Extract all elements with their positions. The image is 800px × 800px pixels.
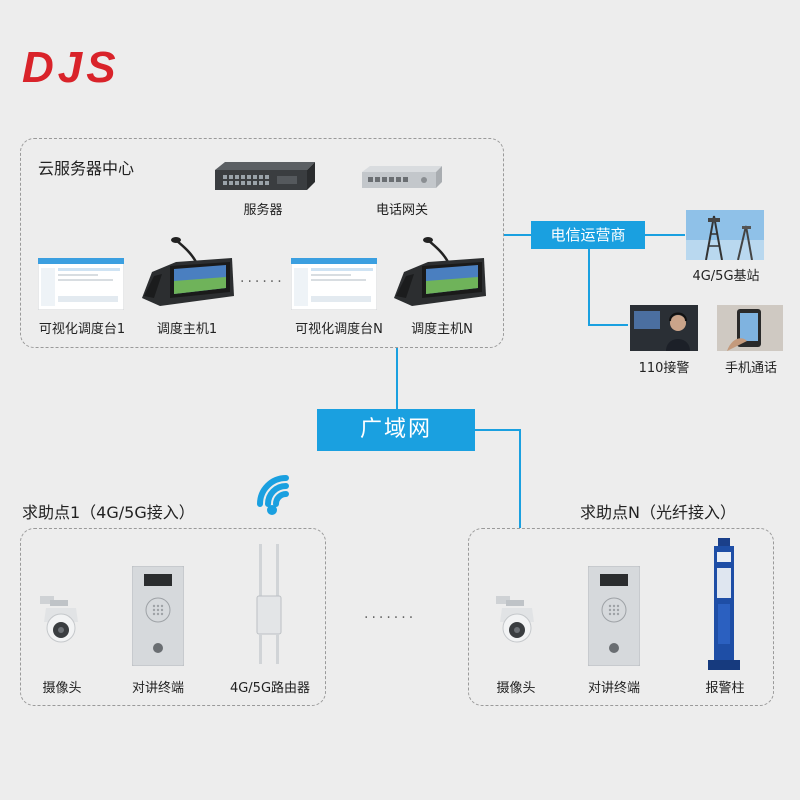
points-ellipsis: ······· (364, 610, 417, 626)
desk-phone-icon (392, 236, 488, 308)
police-label: 110接警 (638, 361, 690, 376)
help-point-1-title: 求助点1（4G/5G接入） (22, 503, 195, 522)
connector-wan-to-point-n-vertical (519, 429, 521, 528)
dome-camera-icon (36, 594, 86, 644)
connector-cloud-to-carrier (503, 234, 531, 236)
cell-tower-icon (686, 210, 764, 260)
host1-label: 调度主机1 (156, 322, 218, 337)
connector-carrier-down (588, 249, 590, 325)
router-icon (254, 544, 284, 666)
svg-text:DJS: DJS (22, 44, 120, 88)
hostN-label: 调度主机N (411, 322, 473, 337)
mobile-label: 手机通话 (724, 361, 777, 376)
carrier-badge: 电信运营商 (531, 221, 645, 249)
console-screen-icon (291, 258, 377, 310)
help-point-n-box (468, 528, 774, 706)
cloud-center-box (20, 138, 504, 348)
server-label: 服务器 (243, 203, 283, 218)
pillar-label: 报警柱 (705, 681, 745, 696)
intercom-panel-icon (588, 566, 640, 666)
gateway-icon (360, 164, 442, 190)
router-label: 4G/5G路由器 (229, 681, 311, 696)
wifi-icon (256, 466, 312, 516)
base-station-label: 4G/5G基站 (692, 269, 760, 284)
help-point-n-title: 求助点N（光纤接入） (580, 503, 736, 522)
server-icon (211, 160, 315, 194)
intercom-panel-icon (132, 566, 184, 666)
camera-1-label: 摄像头 (42, 681, 82, 696)
gateway-label: 电话网关 (375, 203, 428, 218)
connector-carrier-to-tower (645, 234, 685, 236)
alarm-pillar-icon (706, 538, 742, 674)
smartphone-icon (717, 305, 783, 351)
consoleN-label: 可视化调度台N (295, 322, 383, 337)
connector-wan-to-point-n (475, 429, 521, 431)
dome-camera-icon (492, 594, 542, 644)
cloud-ellipsis: ······ (240, 274, 285, 290)
intercom-n-label: 对讲终端 (587, 681, 640, 696)
desk-phone-icon (140, 236, 236, 308)
camera-n-label: 摄像头 (496, 681, 536, 696)
intercom-1-label: 对讲终端 (131, 681, 184, 696)
djs-logo: DJS (20, 44, 160, 88)
console1-label: 可视化调度台1 (38, 322, 126, 337)
call-center-icon (630, 305, 698, 351)
cloud-center-title: 云服务器中心 (38, 159, 135, 178)
connector-cloud-to-wan (396, 348, 398, 409)
help-point-1-box (20, 528, 326, 706)
wan-badge: 广域网 (317, 409, 475, 451)
connector-carrier-to-police (588, 324, 628, 326)
console-screen-icon (38, 258, 124, 310)
